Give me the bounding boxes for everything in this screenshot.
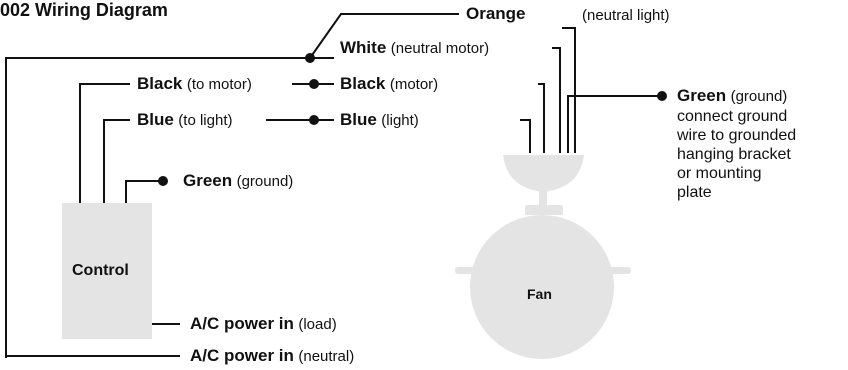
blue-splice-connector xyxy=(309,115,319,125)
power-neutral-note: (neutral) xyxy=(298,348,355,365)
black-control-note: (to motor) xyxy=(186,76,252,93)
instruction-line: or mounting xyxy=(677,165,762,182)
white-label-name: White xyxy=(340,38,387,57)
orange-label-note: (neutral light) xyxy=(582,7,670,24)
green-control-note: (ground) xyxy=(236,173,294,190)
blue-control-label: Blue (to light) xyxy=(137,111,232,130)
orange-label-name: Orange xyxy=(466,4,526,23)
black-fan-name: Black xyxy=(340,74,386,93)
diagram-title: 002 Wiring Diagram xyxy=(0,0,168,20)
white-splice-connector xyxy=(305,53,315,63)
white-wire-fan xyxy=(552,47,561,153)
orange-wire xyxy=(562,27,576,153)
black-wire-control xyxy=(79,83,130,203)
orange-label: Orange xyxy=(466,5,526,24)
blue-fan-label: Blue (light) xyxy=(340,111,419,130)
instruction-line: wire to grounded xyxy=(677,127,797,144)
black-wire-fan xyxy=(538,83,545,153)
black-splice-connector xyxy=(309,79,319,89)
fan-blade-bracket xyxy=(455,267,631,274)
instruction-line: connect ground xyxy=(677,108,788,125)
power-load-label: A/C power in (load) xyxy=(190,315,337,334)
white-label-note: (neutral motor) xyxy=(390,40,490,57)
instruction-line: plate xyxy=(677,184,712,201)
blue-wire-control xyxy=(103,119,130,203)
blue-wire-fan xyxy=(520,119,531,153)
power-load-note: (load) xyxy=(298,316,337,333)
black-control-label: Black (to motor) xyxy=(137,75,252,94)
black-control-name: Black xyxy=(137,74,183,93)
power-neutral-name: A/C power in xyxy=(190,346,294,365)
control-label: Control xyxy=(72,262,129,279)
white-label: White (neutral motor) xyxy=(340,39,489,58)
white-orange-splice xyxy=(309,13,459,59)
fan-label: Fan xyxy=(527,286,552,302)
blue-fan-note: (light) xyxy=(381,112,419,129)
black-fan-label: Black (motor) xyxy=(340,75,438,94)
control-box xyxy=(62,203,152,339)
fan-motor-housing xyxy=(470,215,614,359)
fan-body xyxy=(455,155,631,359)
green-control-label: Green (ground) xyxy=(183,172,293,191)
power-load-name: A/C power in xyxy=(190,314,294,333)
white-wire-supply xyxy=(5,57,310,358)
green-fan-note: (ground) xyxy=(730,88,788,105)
fan-motor-cap xyxy=(525,205,563,215)
blue-control-name: Blue xyxy=(137,110,174,129)
green-ground-fan-connector xyxy=(657,91,667,101)
green-ground-control-connector xyxy=(158,176,168,186)
green-control-name: Green xyxy=(183,171,233,190)
fan-downrod xyxy=(539,190,547,208)
power-neutral-label: A/C power in (neutral) xyxy=(190,347,354,366)
green-fan-label: Green (ground) xyxy=(677,87,787,106)
green-ground-wire-fan xyxy=(567,95,662,153)
fan-canopy xyxy=(503,155,584,192)
green-fan-instructions: connect ground wire to grounded hanging … xyxy=(677,107,796,202)
orange-note: (neutral light) xyxy=(582,7,670,25)
blue-fan-name: Blue xyxy=(340,110,377,129)
black-fan-note: (motor) xyxy=(389,76,439,93)
instruction-line: hanging bracket xyxy=(677,146,791,163)
green-fan-name: Green xyxy=(677,86,727,105)
green-ground-wire-control xyxy=(125,180,163,203)
blue-control-note: (to light) xyxy=(178,112,233,129)
